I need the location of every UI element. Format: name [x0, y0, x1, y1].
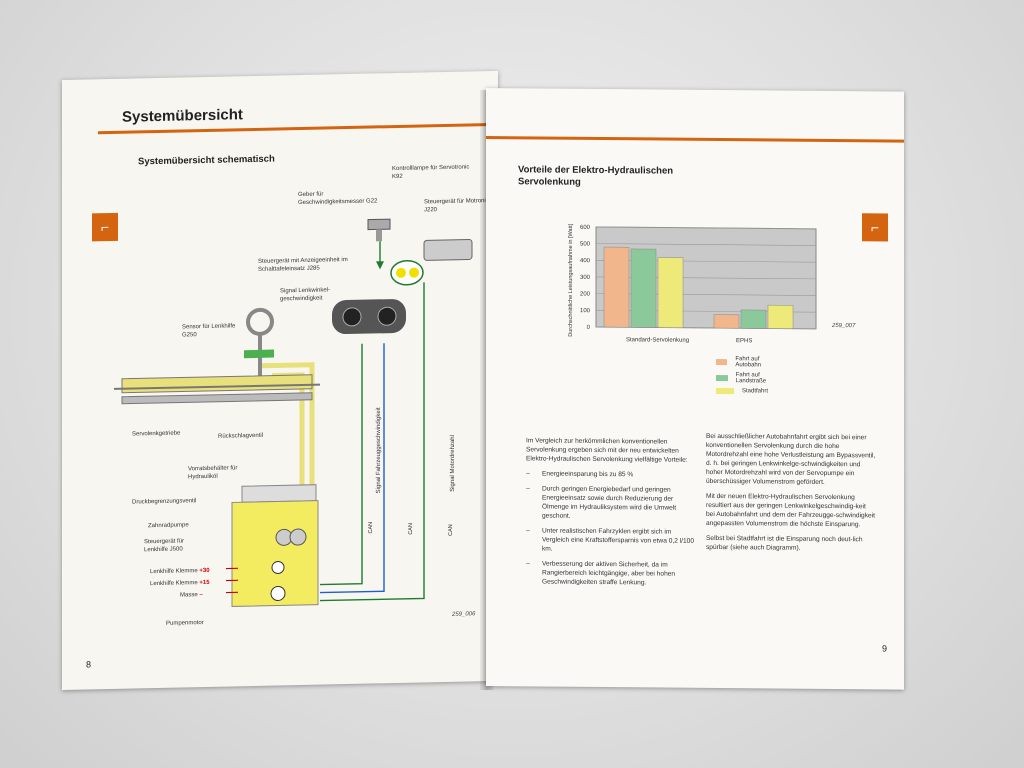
gridline	[596, 243, 816, 246]
label-signal-fahrzeug: Signal Fahrzeuggeschwindigkeit	[376, 407, 382, 494]
bullet-item: –Energieeinsparung bis zu 85 %	[526, 470, 634, 479]
masse-value: –	[199, 592, 203, 599]
y-tick-label: 400	[580, 258, 591, 264]
chart-bar	[713, 314, 740, 329]
paragraph: Selbst bei Stadtfahrt ist die Einsparung…	[706, 534, 863, 552]
chart-bar	[767, 304, 794, 329]
label-steuergeraet-lenkhilfe: Steuergerät für Lenkhilfe J500	[144, 538, 185, 554]
can-label-3: CAN	[448, 524, 454, 536]
x-tick-label: EPHS	[736, 338, 752, 344]
top-rule-right	[486, 136, 904, 143]
legend-swatch	[716, 375, 728, 382]
label-signal-lenkwinkel: Signal Lenkwinkel-geschwindigkeit	[280, 287, 331, 303]
chart-bar	[630, 248, 657, 328]
label-klemme30: Lenkhilfe Klemme +30	[150, 567, 210, 576]
can-label-2: CAN	[408, 523, 414, 535]
gridline	[596, 226, 816, 230]
page-number-left: 8	[86, 659, 92, 670]
chart-bar	[740, 309, 767, 329]
paragraph: Mit der neuen Elektro-Hydraulischen Serv…	[706, 492, 875, 529]
legend-swatch	[716, 359, 728, 366]
paragraph: Bei ausschließlicher Autobahnfahrt ergib…	[706, 432, 876, 486]
y-tick-label: 500	[580, 241, 591, 247]
bar-chart: 0 100 200 300 400 500 600Standard-Servolenkung…	[568, 223, 817, 344]
legend-label: Fahrt auf Landstraße	[735, 372, 767, 385]
legend-swatch	[716, 388, 734, 395]
y-tick-label: 600	[580, 225, 591, 231]
can-label-1: CAN	[368, 521, 374, 534]
y-tick-label: 100	[580, 308, 591, 314]
y-tick-label: 0	[587, 325, 591, 331]
bullet-item: –Verbesserung der aktiven Sicherheit, da…	[526, 559, 698, 588]
label-geber: Geber für Geschwindigkeitsmesser G22	[298, 191, 378, 207]
figure-id-left: 259_006	[452, 611, 476, 618]
legend-label: Fahrt auf Autobahn	[735, 356, 762, 369]
x-tick-label: Standard-Servolenkung	[626, 337, 689, 344]
legend-item: Fahrt auf Landstraße	[716, 372, 772, 384]
intro-paragraph: Im Vergleich zur herkömmlichen konventio…	[526, 437, 688, 464]
bullet-item: –Unter realistischen Fahrzyklen ergibt s…	[526, 526, 698, 555]
label-sensor: Sensor für Lenkhilfe G250	[182, 323, 236, 339]
figure-id-right: 259_007	[832, 323, 856, 330]
label-steuergeraet-anzeige: Steuergerät mit Anzeigeeinheit im Schalt…	[258, 257, 348, 273]
klemme30-text: Lenkhilfe Klemme	[150, 568, 198, 576]
text-column-left: Im Vergleich zur herkömmlichen konventio…	[526, 436, 698, 594]
label-klemme15: Lenkhilfe Klemme +15	[150, 579, 210, 588]
bullet-text: Energieeinsparung bis zu 85 %	[542, 470, 634, 479]
page-number-right: 9	[882, 643, 888, 654]
bullet-text: Verbesserung der aktiven Sicherheit, da …	[542, 560, 676, 587]
y-axis-label: Durchschnittliche Leistungsaufnahme in […	[568, 223, 574, 336]
klemme15-text: Lenkhilfe Klemme	[150, 580, 198, 588]
legend-label: Stadtfahrt	[742, 388, 769, 395]
label-pumpenmotor: Pumpenmotor	[166, 620, 204, 627]
bullet-text: Unter realistischen Fahrzyklen ergibt si…	[542, 527, 694, 553]
legend-item: Stadtfahrt	[716, 388, 768, 394]
text-column-right: Bei ausschließlicher Autobahnfahrt ergib…	[706, 432, 876, 559]
y-tick-label: 200	[580, 291, 591, 297]
legend-item: Fahrt auf Autobahn	[716, 356, 768, 368]
klemme15-value: +15	[199, 579, 210, 587]
y-tick-label: 300	[580, 275, 591, 281]
klemme30-value: +30	[199, 567, 210, 575]
label-kontrolllampe: Kontrolllampe für Servotronic K92	[392, 164, 470, 181]
label-druckbegrenzungsventil: Druckbegrenzungsventil	[132, 498, 197, 506]
chart-bar	[657, 257, 684, 328]
bullet-item: –Durch geringen Energiebedarf und gering…	[526, 484, 698, 522]
bullet-text: Durch geringen Energiebedarf und geringe…	[542, 485, 677, 520]
label-masse: Masse –	[180, 591, 203, 599]
chart-bar	[603, 246, 630, 328]
label-signal-motordrehzahl: Signal Motordrehzahl	[450, 435, 456, 492]
system-schematic	[114, 218, 473, 607]
right-page: Vorteile der Elektro-Hydraulischen Servo…	[486, 88, 904, 690]
masse-text: Masse	[180, 592, 198, 599]
label-vorratsbehaelter: Vorratsbehälter für Hydrauliköl	[188, 465, 238, 481]
label-zahnradpumpe: Zahnradpumpe	[148, 522, 189, 530]
left-page: Systemübersicht Systemübersicht schemati…	[62, 70, 498, 690]
chart-title: Vorteile der Elektro-Hydraulischen Servo…	[518, 164, 674, 188]
label-servolenkgetriebe: Servolenkgetriebe	[132, 430, 181, 438]
label-rueckschlagventil: Rückschlagventil	[218, 432, 264, 440]
